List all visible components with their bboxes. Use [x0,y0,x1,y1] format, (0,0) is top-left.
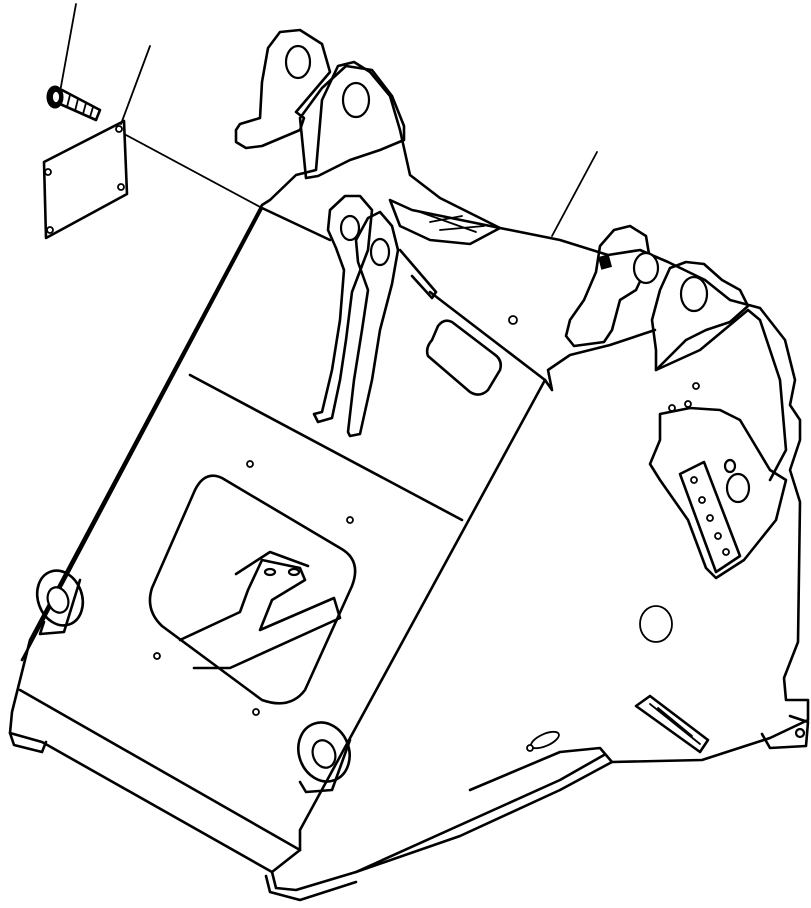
bellcrank-pin-hole [369,237,391,267]
front-face-right-edge [298,378,547,852]
side-bolt-hole [526,744,534,752]
steering-bracket-plate [678,460,742,574]
boom-mount-pin-hole [341,81,371,119]
access-opening [148,460,357,716]
boom-mount-pin-hole [284,44,312,80]
bolt [46,85,102,122]
cylinder-mount-pin-hole [632,251,660,285]
bellcrank-base [398,248,438,300]
steering-bracket-hole [725,472,751,504]
right-foot-pad [760,714,810,750]
cylinder-mount-bracket [564,224,788,482]
nameplate [42,119,129,240]
access-opening-outline [148,474,357,705]
bellcrank-left-arm [312,194,374,424]
inner-bracket-top [234,550,310,576]
nameplate-projection-line [125,134,263,209]
side-square-cutout [425,319,503,396]
bottom-foot-pad [264,874,358,902]
front-frame [8,60,810,902]
cylinder-mount-plate [654,308,788,482]
nameplate-outline [42,119,129,240]
bellcrank-bracket [312,194,502,438]
steering-bracket-bolt [714,532,722,540]
bottom-flange [270,753,606,874]
cylinder-mount-bolt [684,400,692,408]
cylinder-mount-bolt [692,382,700,390]
left-pin-boss [35,569,85,636]
steering-bracket-bolt [690,476,698,484]
front-face-left-edge [20,206,264,662]
side-bolt-hole [508,315,518,325]
side-panel-lower-edge [468,746,614,792]
side-wedge-hatch [649,703,701,745]
side-panel-details [425,315,710,754]
opening-bolt-hole [252,708,260,716]
steering-cylinder-bracket [648,406,788,580]
side-oval-cutout [639,605,673,643]
bellcrank-right-arm [346,210,400,438]
bottom-pin-boss [297,721,352,794]
nameplate-rivet [44,168,52,176]
top-plate-edge [260,206,547,382]
cylinder-mount-nut [598,254,612,270]
bellcrank-pin-hole [339,214,361,242]
cylinder-mount-left-lug [564,224,652,348]
inner-bracket [178,558,342,670]
steering-bracket-bolt [706,514,714,522]
bolt-head-face [51,90,61,104]
frame-leader-line [551,151,598,237]
nameplate-leader-line [120,45,151,125]
steering-bracket-outer [648,406,788,580]
frame-outline [8,60,810,892]
left-foot-pad [8,731,48,754]
bellcrank-top-hatch [419,211,485,233]
front-face-base-line [18,688,302,852]
steering-bracket-bolt [698,496,706,504]
cylinder-mount-pin-hole [679,275,709,313]
nameplate-rivet [117,183,125,191]
side-panel-edge [543,328,657,392]
nameplate-rivet [115,125,123,133]
bolt-shank [58,88,102,122]
inner-bracket-hole [287,567,301,577]
bolt-thread [66,94,94,118]
front-face-seam [188,373,464,522]
opening-bolt-hole [246,460,254,468]
steering-bracket-bolt [722,548,730,556]
side-wedge-bracket [634,694,710,754]
leader-lines [59,3,598,237]
boom-mount-right-lug [298,64,406,180]
bellcrank-top-plate [388,198,502,246]
bolt-leader-line [59,3,77,93]
boom-mount-bracket [234,28,406,180]
steering-bracket-hole [723,458,737,474]
nameplate-rivet [46,226,54,234]
opening-bolt-hole [346,516,354,524]
cylinder-mount-right-lug [650,260,750,372]
right-foot-hole [794,727,806,739]
boom-mount-left-lug [234,28,332,150]
inner-bracket-hole [263,567,277,577]
opening-bolt-hole [153,652,161,660]
